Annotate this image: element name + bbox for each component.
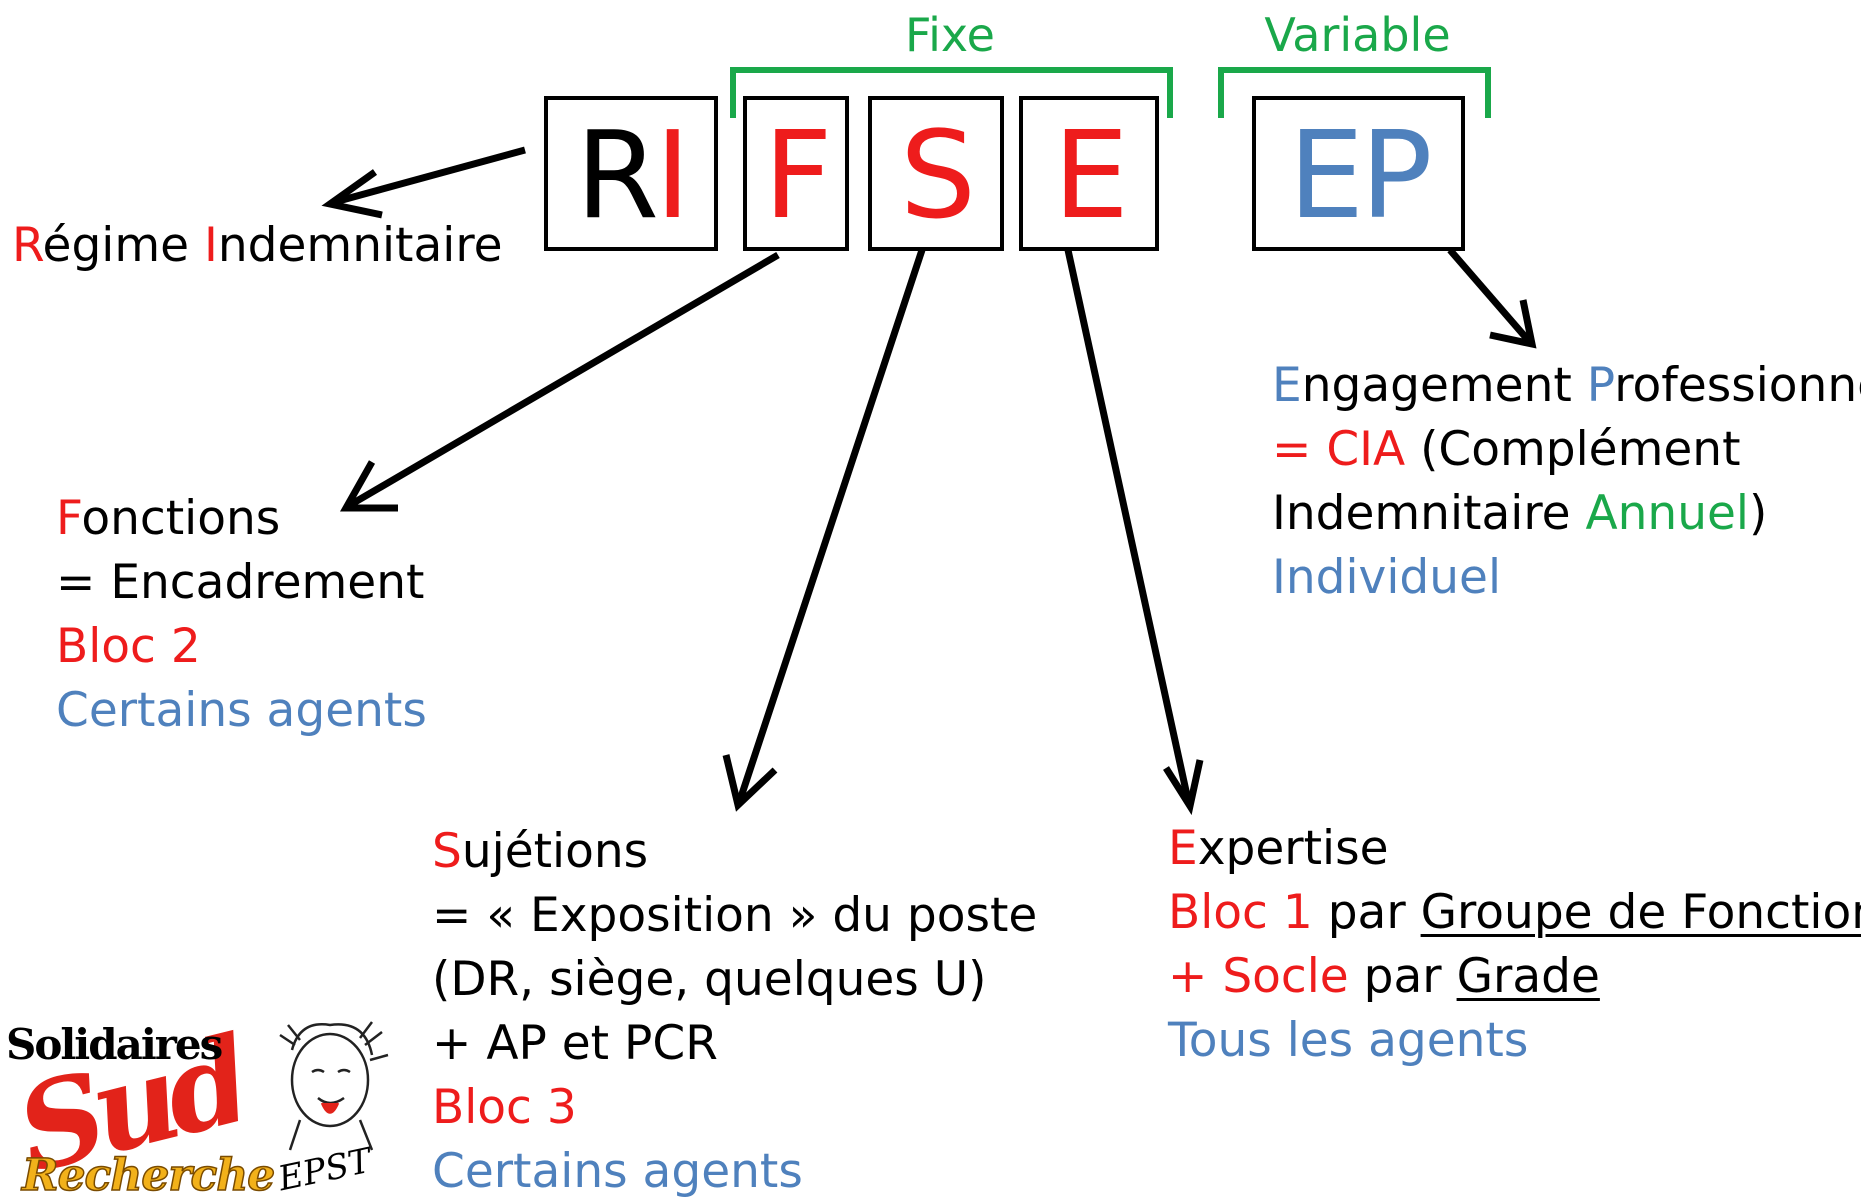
ep-box: EP bbox=[1252, 96, 1465, 251]
expertise-socle: + Socle bbox=[1168, 949, 1349, 1004]
fonctions-title: Fonctions bbox=[56, 487, 427, 551]
e-arrow-line bbox=[1064, 249, 1192, 801]
engagement-scope: Individuel bbox=[1272, 550, 1502, 605]
s-arrow-line bbox=[736, 248, 926, 802]
fonctions-initial: F bbox=[56, 491, 82, 546]
variable-label: Variable bbox=[1264, 8, 1451, 62]
regime-text-2: ndemnitaire bbox=[217, 218, 503, 273]
f-box: F bbox=[743, 96, 849, 251]
regime-label: Régime Indemnitaire bbox=[12, 214, 503, 278]
ep-arrow-line bbox=[1447, 247, 1531, 343]
fonctions-block: Fonctions = Encadrement Bloc 2 Certains … bbox=[56, 487, 427, 743]
ep-arrow-head bbox=[1489, 299, 1537, 349]
recherche-logo-text: Recherche bbox=[21, 1149, 276, 1200]
engagement-initial-p: P bbox=[1586, 358, 1615, 413]
solidaires-logo-title: Solidaires bbox=[6, 1020, 223, 1069]
engagement-title-1: ngagement bbox=[1301, 358, 1587, 413]
fixed-bracket bbox=[730, 67, 1173, 118]
fonctions-definition: = Encadrement bbox=[56, 555, 425, 610]
f-arrow-head bbox=[340, 460, 398, 512]
ri-letter-r: R bbox=[575, 106, 659, 246]
ri-arrow-head bbox=[321, 169, 383, 219]
regime-text-1: égime bbox=[42, 218, 204, 273]
variable-bracket bbox=[1218, 67, 1491, 118]
expertise-groupe: Groupe de Fonction bbox=[1420, 885, 1861, 940]
regime-initial-i: I bbox=[204, 218, 218, 273]
sujetions-extra: + AP et PCR bbox=[432, 1016, 718, 1071]
fonctions-scope: Certains agents bbox=[56, 683, 427, 738]
einstein-sketch-icon bbox=[279, 1021, 389, 1151]
sujetions-title: Sujétions bbox=[432, 820, 1037, 884]
engagement-title: Engagement Professionnel bbox=[1272, 354, 1861, 418]
fonctions-bloc: Bloc 2 bbox=[56, 619, 201, 674]
expertise-socle-line: + Socle par Grade bbox=[1168, 945, 1861, 1009]
engagement-cia: = CIA bbox=[1272, 422, 1406, 477]
expertise-grade: Grade bbox=[1456, 949, 1600, 1004]
fonctions-title-rest: onctions bbox=[81, 491, 281, 546]
sujetions-block: Sujétions = « Exposition » du poste (DR,… bbox=[432, 820, 1037, 1200]
expertise-bloc-line: Bloc 1 par Groupe de Fonction bbox=[1168, 881, 1861, 945]
engagement-paren: ) bbox=[1748, 486, 1768, 541]
s-box: S bbox=[868, 96, 1004, 251]
ri-letter-i: I bbox=[655, 106, 690, 246]
expertise-initial: E bbox=[1168, 821, 1198, 876]
engagement-block: Engagement Professionnel = CIA (Compléme… bbox=[1272, 354, 1861, 610]
expertise-title: Expertise bbox=[1168, 817, 1861, 881]
expertise-par-1: par bbox=[1312, 885, 1421, 940]
engagement-annuel: Annuel bbox=[1585, 486, 1749, 541]
regime-initial-r: R bbox=[12, 218, 43, 273]
expertise-scope: Tous les agents bbox=[1168, 1013, 1529, 1068]
engagement-indemnitaire: Indemnitaire bbox=[1272, 486, 1586, 541]
f-arrow-line bbox=[348, 251, 780, 509]
sujetions-initial: S bbox=[432, 824, 462, 879]
ri-arrow-line bbox=[334, 146, 526, 206]
engagement-annuel-line: Indemnitaire Annuel) bbox=[1272, 482, 1861, 546]
expertise-par-2: par bbox=[1348, 949, 1457, 1004]
sujetions-bloc: Bloc 3 bbox=[432, 1080, 577, 1135]
expertise-title-rest: xpertise bbox=[1197, 821, 1389, 876]
e-box: E bbox=[1019, 96, 1159, 251]
engagement-title-2: rofessionnel bbox=[1614, 358, 1861, 413]
expertise-bloc: Bloc 1 bbox=[1168, 885, 1313, 940]
engagement-complement: (Complément bbox=[1405, 422, 1741, 477]
expertise-block: Expertise Bloc 1 par Groupe de Fonction … bbox=[1168, 817, 1861, 1073]
sujetions-scope: Certains agents bbox=[432, 1144, 803, 1199]
sujetions-title-rest: ujétions bbox=[461, 824, 649, 879]
e-arrow-head bbox=[1163, 759, 1204, 816]
sujetions-places: (DR, siège, quelques U) bbox=[432, 952, 987, 1007]
engagement-cia-line: = CIA (Complément bbox=[1272, 418, 1861, 482]
fixed-label: Fixe bbox=[904, 8, 995, 62]
s-arrow-head bbox=[722, 754, 778, 812]
sujetions-definition: = « Exposition » du poste bbox=[432, 888, 1038, 943]
engagement-initial-e: E bbox=[1272, 358, 1302, 413]
